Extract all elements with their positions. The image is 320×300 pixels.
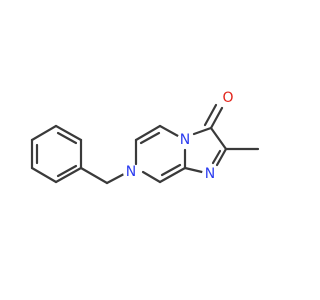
bond-c8-n7 [141,170,162,184]
bond-c5-n4 [158,124,180,138]
atom-label-n7: N [126,164,136,180]
benzene-ring [30,124,83,184]
imidazolone-ring [183,126,228,174]
bond-c3-o-1 [209,106,224,130]
bond-ch2-n7 [105,172,126,185]
bond-benzene-3 [54,166,83,184]
atom-label-o3: O [222,90,233,106]
bond-benzene-1 [54,124,83,142]
bond-c6-c5-inner [139,131,161,145]
bond-benzene-inner-1 [56,131,78,145]
bond-c8a-c8-inner [160,163,182,177]
bond-benzene-6 [30,124,58,142]
bond-phenyl-ch2 [79,166,109,185]
bond-c2-n1-inner [211,149,222,165]
atom-label-n4: N [180,132,190,148]
atom-n1: N [202,166,218,182]
bond-benzene-inner-2 [56,164,78,178]
bond-n4-c3 [192,126,213,136]
bond-c6-c5 [134,124,162,142]
molecule-canvas: N N N O [30,90,260,185]
atom-o3: O [220,90,236,106]
molecule-structure-drawing: N N N O [30,90,260,185]
bond-c2-n1 [215,147,228,167]
bond-c8a-c8 [158,166,187,184]
bond-benzene-4 [30,166,58,184]
atom-n4: N [177,132,193,148]
bond-c3-c2 [209,126,228,151]
bond-n1-c8a [183,166,204,174]
pyrazine-ring [134,124,187,184]
bond-c3-o-2 [203,103,218,127]
atom-n7: N [123,164,139,180]
atom-label-n1: N [205,166,215,182]
